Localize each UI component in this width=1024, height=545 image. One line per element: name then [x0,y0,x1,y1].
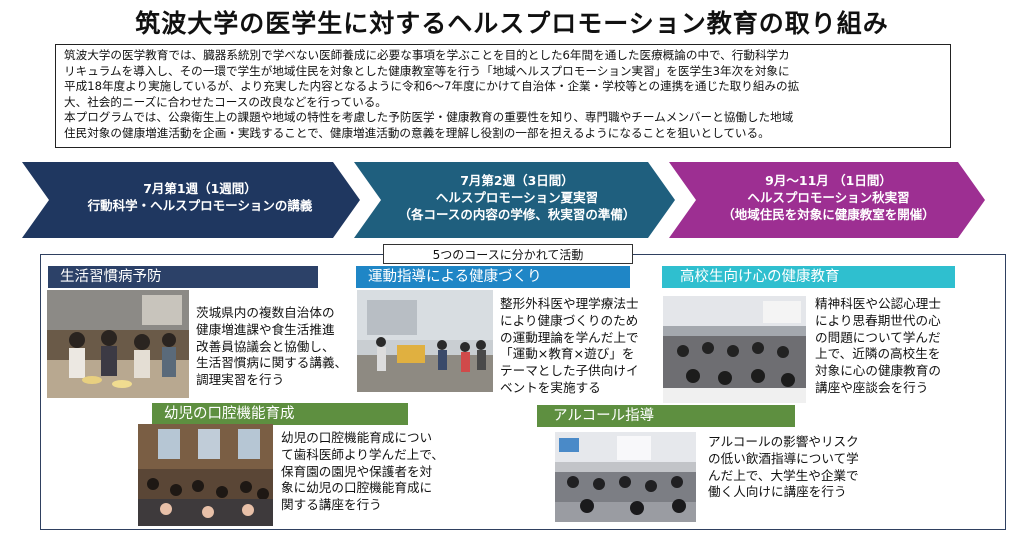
timeline-arrow-autumn [669,162,985,238]
photo-lecture-room [663,296,806,403]
course-mental-title: 高校生向け心の健康教育 [662,266,955,288]
photo-alcohol-seminar [555,432,696,522]
course-alcohol-desc: アルコールの影響やリスク の低い飲酒指導について学 んだ上で、大学生や企業で 働… [708,434,859,500]
course-oral-title: 幼児の口腔機能育成 [152,403,408,425]
timeline-step-3: 9月～11月 （1日間） ヘルスプロモーション秋実習 （地域住民を対象に健康教室… [722,173,935,222]
course-alcohol-title: アルコール指導 [537,405,795,427]
course-lifestyle-desc: 茨城県内の複数自治体の 健康増進課や食生活推進 改善員協議会と協働し、 生活習慣… [196,305,348,388]
photo-kids-event [357,290,493,392]
intro-line: リキュラムを導入し、その一環で学生が地域住民を対象とした健康教室等を行う「地域ヘ… [64,63,790,78]
page-title: 筑波大学の医学生に対するヘルスプロモーション教育の取り組み [135,9,889,38]
photo-cooking-class [47,290,189,398]
timeline-step-1: 7月第1週（1週間） 行動科学・ヘルスプロモーションの講義 [87,181,313,213]
intro-line: 本プログラムでは、公衆衛生上の課題や地域の特性を考慮した予防医学・健康教育の重要… [64,110,794,125]
course-exercise-title: 運動指導による健康づくり [356,266,630,288]
intro-box: 筑波大学の医学教育では、臓器系統別で学べない医師養成に必要な事項を学ぶことを目的… [55,44,951,148]
photo-nursery-class [138,424,273,526]
course-mental-desc: 精神科医や公認心理士 により思春期世代の心 の問題について学んだ 上で、近隣の高… [815,296,941,395]
course-oral-desc: 幼児の口腔機能育成につい て歯科医師より学んだ上で、 保育園の園児や保護者を対 … [281,430,444,513]
course-exercise-desc: 整形外科医や理学療法士 により健康づくりのため の運動理論を学んだ上で 「運動×… [500,296,639,395]
course-lifestyle-title: 生活習慣病予防 [48,266,318,288]
timeline-arrow-week1 [22,162,360,238]
timeline-arrow-week2 [354,162,675,238]
timeline-step-2: 7月第2週（3日間） ヘルスプロモーション夏実習 （各コースの内容の学修、秋実習… [398,173,636,222]
intro-line: 住民対象の健康増進活動を企画・実践することで、健康増進活動の意義を理解し役割の一… [64,125,770,140]
timeline-arrows [22,162,985,238]
courses-label: 5つのコースに分かれて活動 [383,244,633,264]
intro-line: 平成18年度より実施しているが、より充実した内容となるように令和6～7年度にかけ… [64,79,800,94]
intro-line: 大、社会的ニーズに合わせたコースの改良などを行っている。 [64,94,387,109]
intro-line: 筑波大学の医学教育では、臓器系統別で学べない医師養成に必要な事項を学ぶことを目的… [64,48,790,62]
